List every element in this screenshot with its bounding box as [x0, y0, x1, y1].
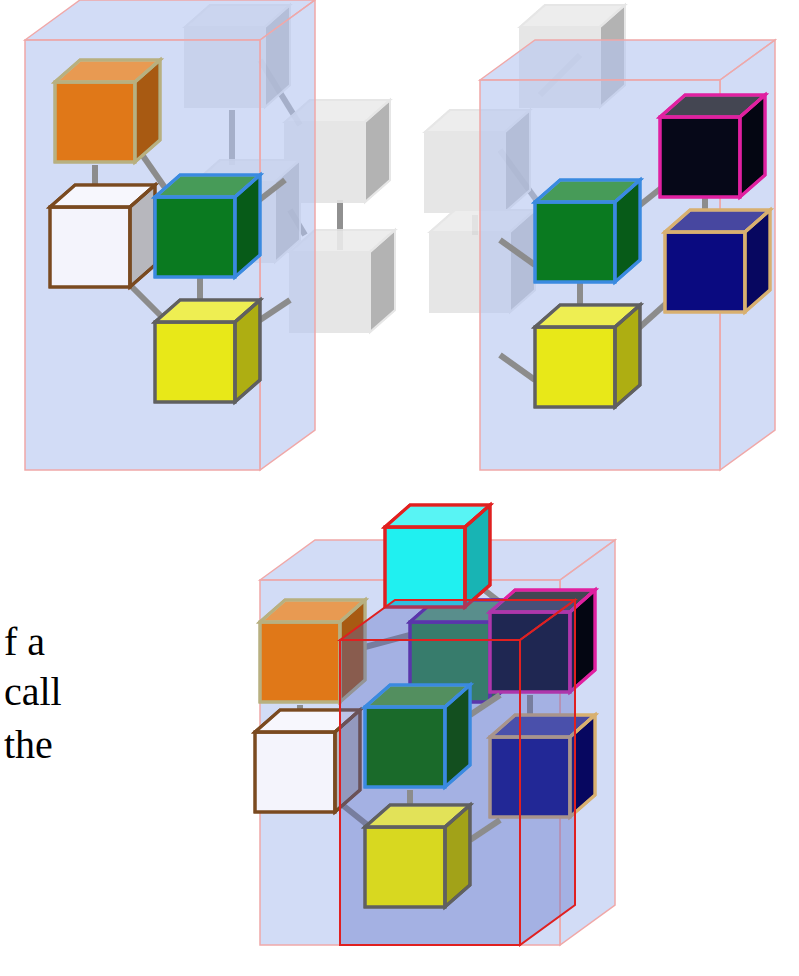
slide-text-fragment: the — [4, 725, 53, 765]
green-cube — [155, 175, 260, 277]
yellow-cube — [155, 300, 260, 402]
cyan-cube — [385, 505, 490, 607]
left-lattice — [25, 0, 395, 470]
white-cube — [50, 185, 155, 287]
navy-cube — [665, 210, 770, 312]
green-cube-front — [365, 685, 470, 787]
highlight-box — [340, 600, 575, 945]
enclosing-box — [480, 40, 775, 470]
orange-cube — [55, 60, 160, 162]
slide-text-fragment: call — [4, 672, 62, 712]
right-lattice — [425, 5, 775, 470]
slide-text-fragment: f a — [4, 622, 45, 662]
enclosing-box — [25, 0, 315, 470]
combined-lattice — [255, 505, 615, 945]
green-cube — [535, 180, 640, 282]
yellow-cube — [535, 305, 640, 407]
yellow-cube — [365, 805, 470, 907]
black-cube — [660, 95, 765, 197]
